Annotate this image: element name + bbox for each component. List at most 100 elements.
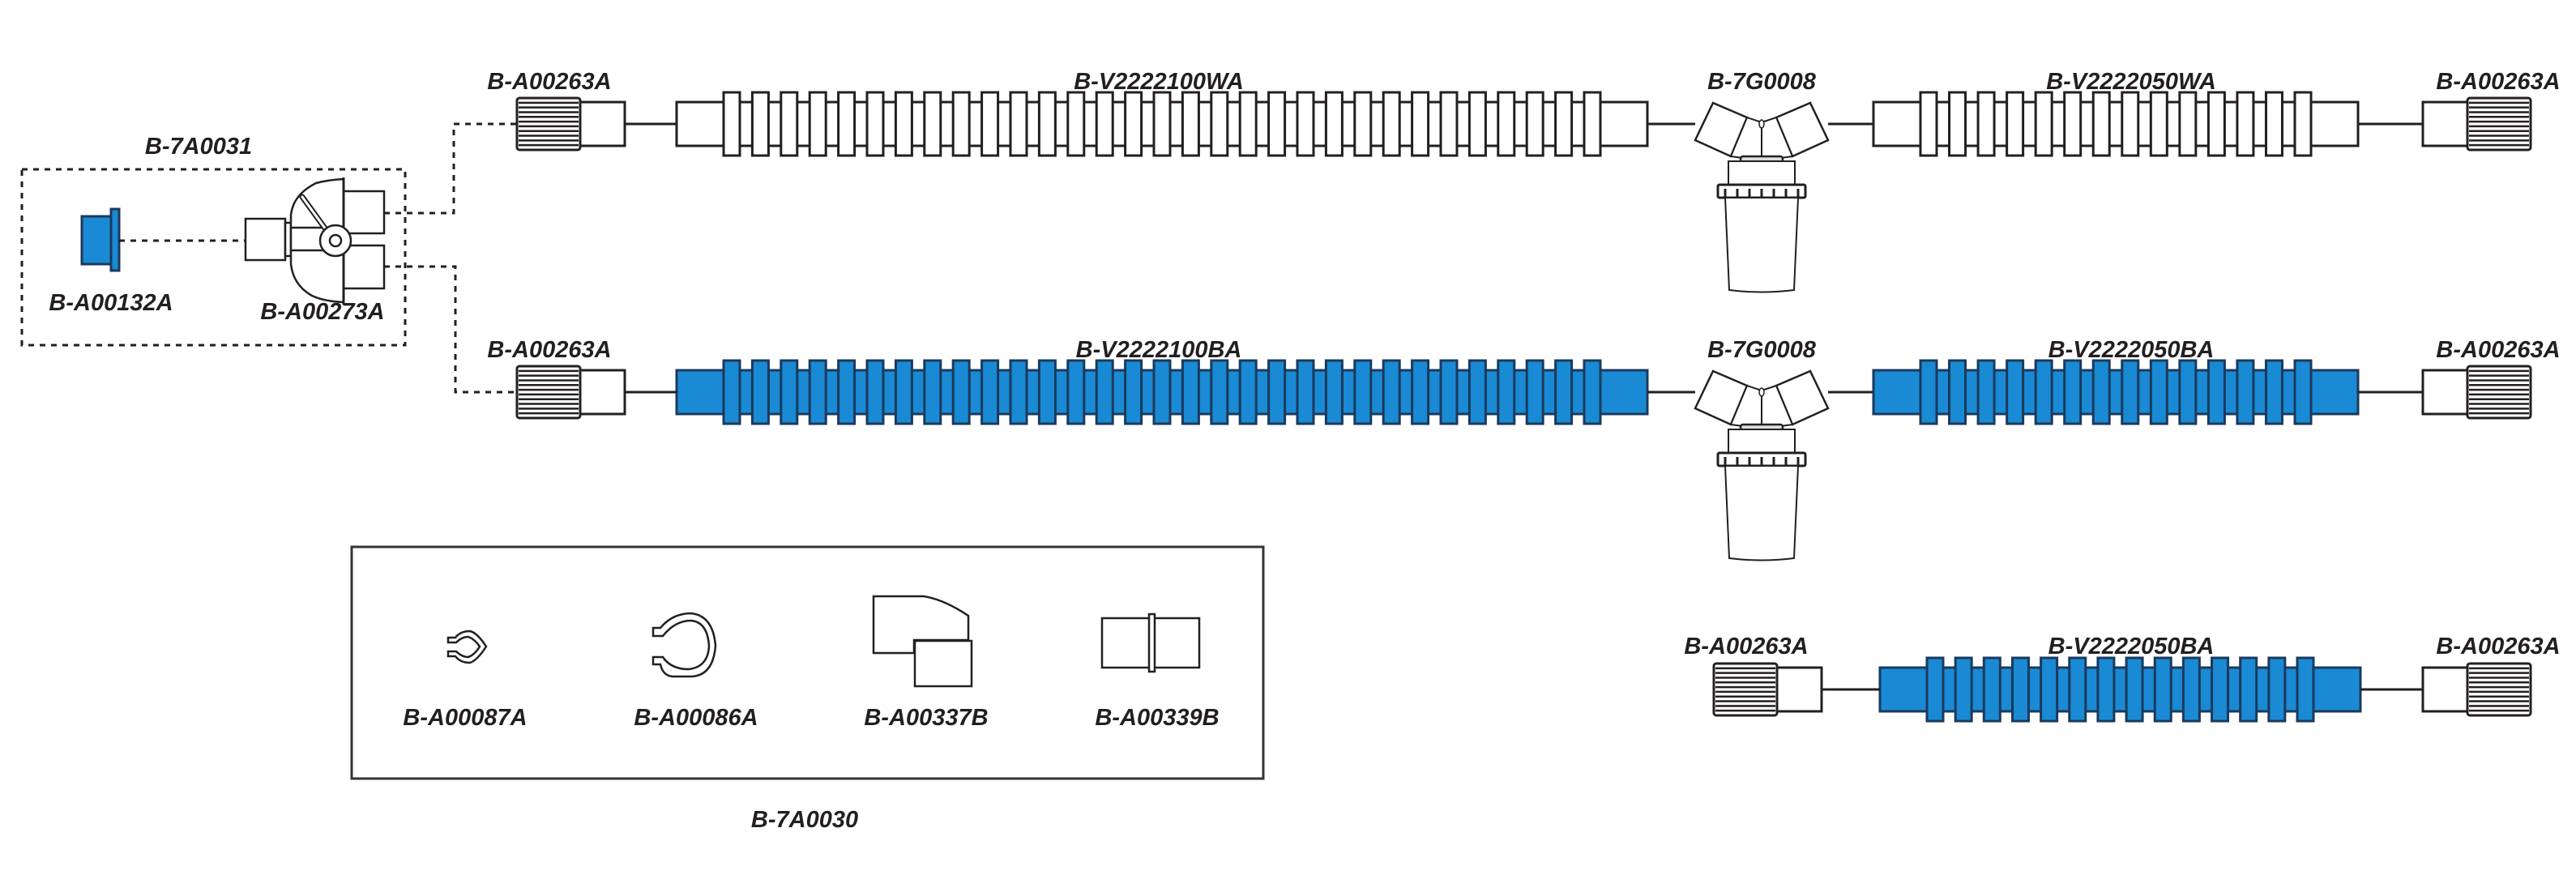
tube-rib (2264, 359, 2283, 425)
row-blue-circuit: B-A00263A B-V2222100BA B-7G0008 B-V22220… (487, 337, 2561, 561)
y-piece-B-A00273A[interactable] (244, 177, 386, 305)
y-piece-lever-inner (301, 195, 327, 231)
straight-connector-ring (1147, 612, 1156, 673)
tube-long[interactable] (675, 91, 1649, 157)
tube-rib (923, 91, 942, 157)
connector-sleeve (2421, 666, 2469, 713)
connector-sleeve (2421, 100, 2469, 147)
accessory-label: B-A00339B (1095, 705, 1219, 731)
tube-rib (2063, 359, 2083, 425)
y-piece-socket (244, 217, 287, 262)
tube-rib (2125, 656, 2144, 723)
tube-rib (2181, 656, 2201, 723)
tube-rib (1095, 91, 1114, 157)
tube-rib (894, 359, 913, 425)
row3-tube-label: B-V2222050BA (2048, 634, 2215, 659)
tube-rib (1382, 91, 1401, 157)
tube-long[interactable] (675, 359, 1649, 425)
accessory-label: B-A00086A (634, 705, 758, 731)
y-piece-label: B-A00273A (260, 299, 384, 325)
tube-rib (722, 359, 741, 425)
y-piece-port-lower (342, 244, 386, 290)
tube-rib (1238, 359, 1258, 425)
small-clip-shape (446, 630, 488, 664)
left-connector[interactable] (515, 96, 626, 152)
tube-rib (1976, 359, 1996, 425)
tube-rib (1066, 359, 1086, 425)
tube-rib (2040, 656, 2059, 723)
water-trap[interactable] (1694, 369, 1830, 561)
tube-rib (1152, 359, 1172, 425)
tube-rib (1066, 91, 1086, 157)
tube-rib (865, 91, 885, 157)
elbow-lower (913, 639, 973, 688)
connector-nut (2466, 96, 2532, 152)
trap-cap (1728, 429, 1796, 455)
straight-connector-icon[interactable] (1100, 612, 1201, 673)
water-trap[interactable] (1694, 101, 1830, 293)
tube-rib (2178, 359, 2198, 425)
connector-nut (2466, 662, 2532, 717)
tube-rib (1353, 91, 1373, 157)
tube-rib (1124, 359, 1143, 425)
left-connector[interactable] (515, 365, 626, 420)
tube-rib (837, 91, 857, 157)
trap-valve (1758, 387, 1765, 397)
tube-rib (1919, 359, 1938, 425)
tube-rib (780, 91, 799, 157)
right-connector[interactable] (2421, 662, 2532, 717)
small-clip-icon[interactable] (446, 630, 488, 664)
large-clip-shape (651, 612, 717, 678)
connector-nut (2466, 365, 2532, 420)
tube-rib (2034, 91, 2053, 157)
tube-rib (865, 359, 885, 425)
large-clip-icon[interactable] (651, 612, 717, 678)
tube-rib (1919, 91, 1938, 157)
tube-rib (1467, 359, 1487, 425)
tube-rib (1210, 91, 1229, 157)
row1-left-connector-label: B-A00263A (487, 69, 611, 95)
tube-rib (1382, 359, 1401, 425)
connector-nut (1712, 662, 1779, 717)
left-connector[interactable] (1712, 662, 1823, 717)
row3-right-connector-label: B-A00263A (2436, 634, 2560, 659)
tube-rib (1181, 91, 1200, 157)
tube-short[interactable] (1872, 359, 2360, 425)
link-to-row2 (384, 265, 517, 394)
tube-rib (1037, 359, 1057, 425)
row2-tube-long-label: B-V2222100BA (1076, 337, 1242, 363)
tube-rib (1324, 91, 1344, 157)
tube-rib (1525, 359, 1544, 425)
accessory-label: B-A00337B (864, 705, 988, 731)
tube-rib (1037, 91, 1057, 157)
tube-rib (750, 359, 770, 425)
tube-rib (1497, 359, 1516, 425)
tube-rib (2006, 91, 2025, 157)
elbow-connector-icon[interactable] (872, 595, 973, 688)
tube-rib (894, 91, 913, 157)
tube-rib (2293, 91, 2313, 157)
tube-rib (2239, 656, 2258, 723)
tube-rib (951, 359, 971, 425)
tube-rib (2293, 359, 2313, 425)
tube[interactable] (1878, 656, 2362, 723)
row1-water-trap-label: B-7G0008 (1707, 69, 1817, 95)
right-connector[interactable] (2421, 96, 2532, 152)
row2-tube-short-label: B-V2222050BA (2048, 337, 2215, 363)
tube-rib (1554, 359, 1574, 425)
tube-rib (1948, 91, 1967, 157)
tube-rib (2206, 359, 2226, 425)
tube-rib (2149, 359, 2168, 425)
tube-short[interactable] (1872, 91, 2360, 157)
right-connector[interactable] (2421, 365, 2532, 420)
row-extension-tube: B-A00263A B-V2222050BA B-A00263A (1684, 634, 2561, 723)
cap-B-A00132A[interactable] (80, 207, 121, 272)
tube-rib (1583, 91, 1602, 157)
y-piece-port-upper (342, 190, 386, 235)
kit-7A0030-label: B-7A0030 (751, 807, 858, 833)
tube-rib (1954, 656, 1973, 723)
y-piece-swivel-hub (328, 233, 343, 248)
tube-rib (2068, 656, 2087, 723)
kit-7A0030-box (350, 545, 1265, 780)
row1-tube-long-label: B-V2222100WA (1074, 69, 1244, 95)
